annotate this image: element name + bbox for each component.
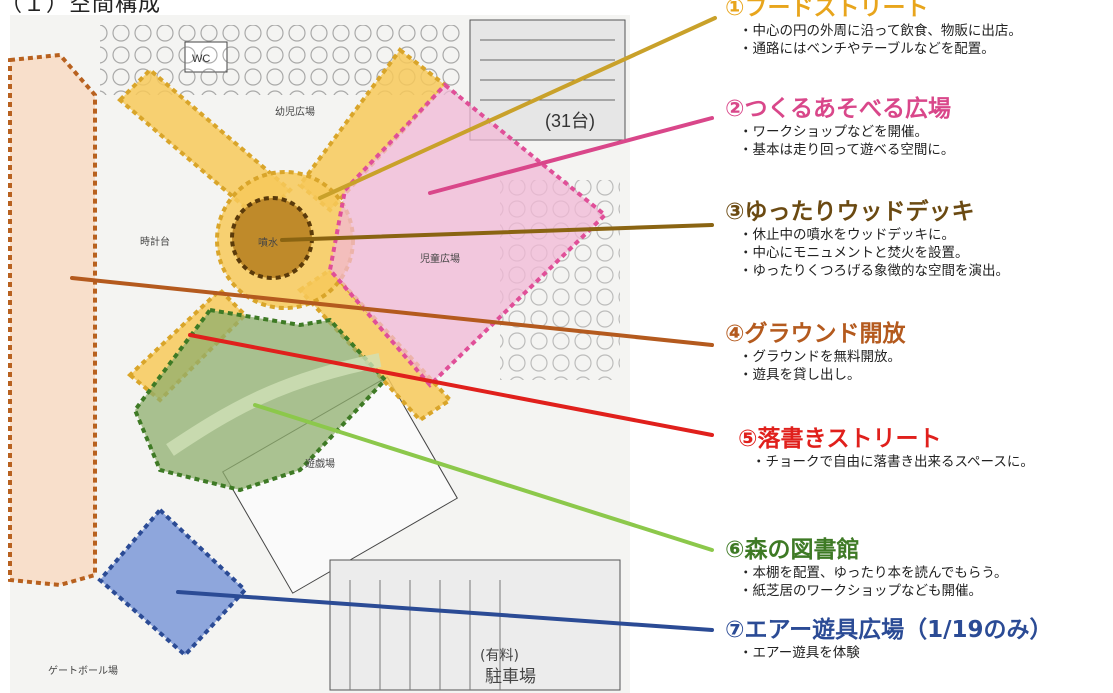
zone-desc-line: ・チョークで自由に落書き出来るスペースに。 [752,454,1034,470]
map-label-wc: WC [192,53,210,65]
zone-desc-line: ・中心の円の外周に沿って飲食、物販に出店。 [739,23,1022,39]
map-label-childrens-plaza: 児童広場 [420,252,460,265]
zone-title: ⑤落書きストリート [738,426,942,452]
leader-food-street [318,16,717,200]
zone-air-play-plaza-info: ⑦エアー遊具広場（1/19のみ） ・エアー遊具を体験 [725,616,1053,662]
zone-title: ①フードストリート [725,0,929,21]
zone-desc-line: ・通路にはベンチやテーブルなどを配置。 [739,41,995,57]
zone-desc-line: ・遊具を貸し出し。 [739,367,861,383]
zone-craft-play-plaza-info: ②つくるあそべる広場 ・ワークショップなどを開催。 ・基本は走り回って遊べる空間… [725,95,954,159]
zone-title: ②つくるあそべる広場 [725,96,952,122]
zone-desc-line: ・ワークショップなどを開催。 [739,124,928,140]
map-label-gateball: ゲートボール場 [48,664,118,677]
zone-forest-library-info: ⑥森の図書館 ・本棚を配置、ゆったり本を読んでもらう。 ・紙芝居のワークショップ… [725,536,1008,600]
forest-path [166,353,382,456]
bottom-parking-stalls [349,580,501,690]
zone-desc-line: ・紙芝居のワークショップなども開催。 [739,583,982,599]
map-label-clock-tower: 時計台 [140,235,170,248]
zone-desc-line: ・グラウンドを無料開放。 [739,349,901,365]
parking-stalls [480,39,615,101]
leader-air-play-plaza [176,590,714,632]
zone-ground-info: ④グラウンド開放 ・グラウンドを無料開放。 ・遊具を貸し出し。 [725,320,905,384]
zone-graffiti-street-info: ⑤落書きストリート ・チョークで自由に落書き出来るスペースに。 [738,425,1034,471]
zone-title: ④グラウンド開放 [725,321,906,347]
zone-ground [8,52,97,588]
leader-craft-play-plaza [428,116,714,195]
zone-air-play-plaza [97,507,248,658]
zone-desc-line: ・本棚を配置、ゆったり本を読んでもらう。 [739,565,1008,581]
zone-title: ③ゆったりウッドデッキ [725,199,975,225]
map-label-parking-prefix: (有料) [480,648,519,664]
zone-desc-line: ・休止中の噴水をウッドデッキに。 [739,227,955,243]
leader-ground [70,276,714,347]
leader-forest-library [253,403,714,552]
bottom-parking-area [329,559,621,691]
zone-desc-line: ・基本は走り回って遊べる空間に。 [739,142,955,158]
zone-title: ⑥森の図書館 [725,537,860,563]
zone-desc-line: ・ゆったりくつろげる象徴的な空間を演出。 [739,263,1009,279]
zone-title: ⑦エアー遊具広場（1/19のみ） [725,617,1053,643]
zone-desc-line: ・中心にモニュメントと焚火を設置。 [739,245,969,261]
section-heading: （１）空間構成 [0,0,162,17]
zone-wood-deck-info: ③ゆったりウッドデッキ ・休止中の噴水をウッドデッキに。 ・中心にモニュメントと… [725,198,1009,280]
zone-desc-line: ・エアー遊具を体験 [739,645,860,661]
map-label-parking-count: (31台) [545,111,595,131]
leader-wood-deck [280,223,714,242]
map-label-kids-plaza: 幼児広場 [275,105,315,118]
map-label-parking: 駐車場 [485,667,536,687]
map-label-amusement: 遊戯場 [305,457,335,470]
map-label-fountain: 噴水 [258,237,278,249]
leader-graffiti-street [188,333,714,437]
zone-food-street-info: ①フードストリート ・中心の円の外周に沿って飲食、物販に出店。 ・通路にはベンチ… [725,0,1022,58]
leader-lines [70,16,717,632]
